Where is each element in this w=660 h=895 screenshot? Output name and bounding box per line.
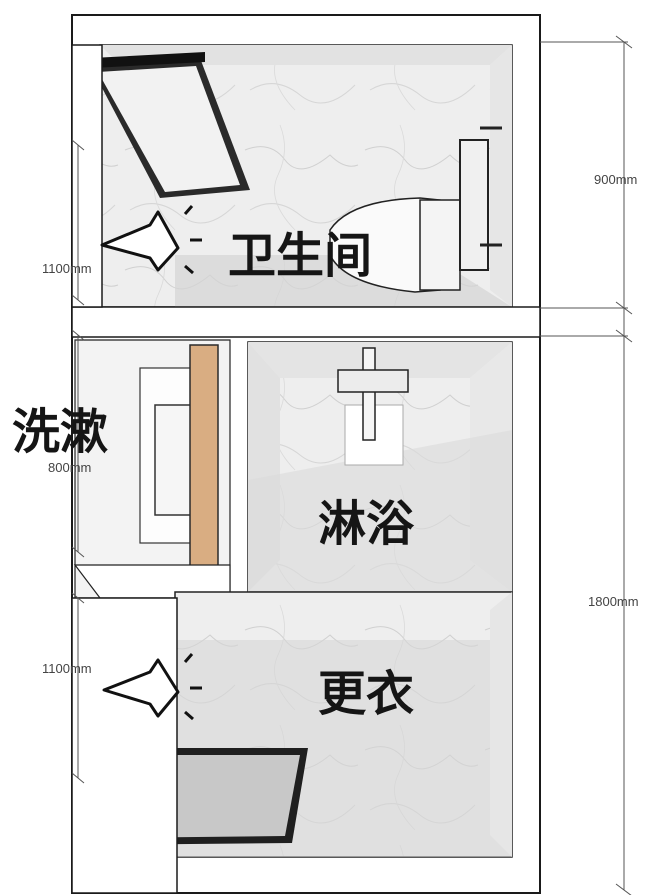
left-wall-lower — [71, 597, 178, 894]
dim-900: 900mm — [594, 172, 637, 187]
dim-1800: 1800mm — [588, 594, 639, 609]
shower-room — [247, 341, 513, 593]
left-wall-upper — [71, 44, 103, 308]
entry-arrow-lower — [102, 653, 202, 721]
toilet-fixture — [329, 126, 502, 293]
label-dressing: 更衣 — [318, 666, 414, 722]
dim-1100-upper: 1100mm — [42, 261, 92, 276]
dimension-lines-right — [540, 35, 633, 895]
divider-wall — [71, 306, 541, 338]
dim-800: 800mm — [48, 460, 91, 475]
dim-1100-lower: 1100mm — [42, 661, 92, 676]
label-shower: 淋浴 — [318, 496, 415, 552]
skylight-window-top — [90, 52, 250, 198]
vanity-area — [73, 339, 231, 599]
dressing-room — [174, 591, 513, 858]
entry-arrow-upper — [100, 205, 202, 275]
label-wash: 洗漱 — [12, 404, 108, 460]
dimension-lines-left — [71, 139, 85, 784]
shower-fixture — [337, 347, 409, 466]
label-toilet: 卫生间 — [228, 228, 372, 284]
